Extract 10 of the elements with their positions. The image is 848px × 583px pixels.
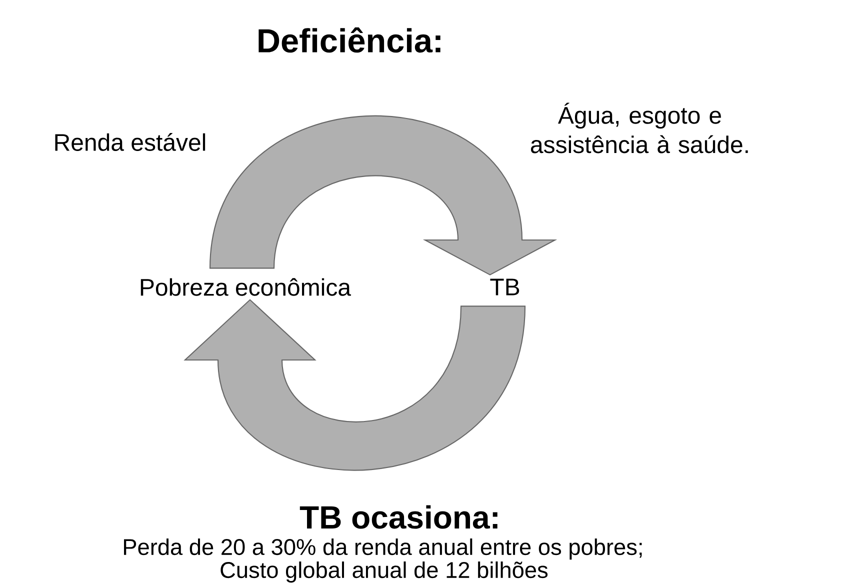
title: Deficiência:: [258, 27, 440, 53]
curved-arrow: [209, 116, 556, 276]
curved-arrow: [184, 299, 526, 470]
text-label: Pobreza econômica: [140, 278, 351, 296]
text-label: Renda estável: [55, 133, 206, 151]
text-line: Perda de 20 a 30% da renda anual entre os pobres;: [124, 538, 642, 560]
heading: TB ocasiona:: [300, 505, 498, 529]
text-line: Custo global anual de 12 bilhões: [220, 561, 548, 583]
text-label: Água, esgoto e assistência à saúde.: [530, 102, 748, 154]
text-label: TB: [490, 278, 520, 296]
